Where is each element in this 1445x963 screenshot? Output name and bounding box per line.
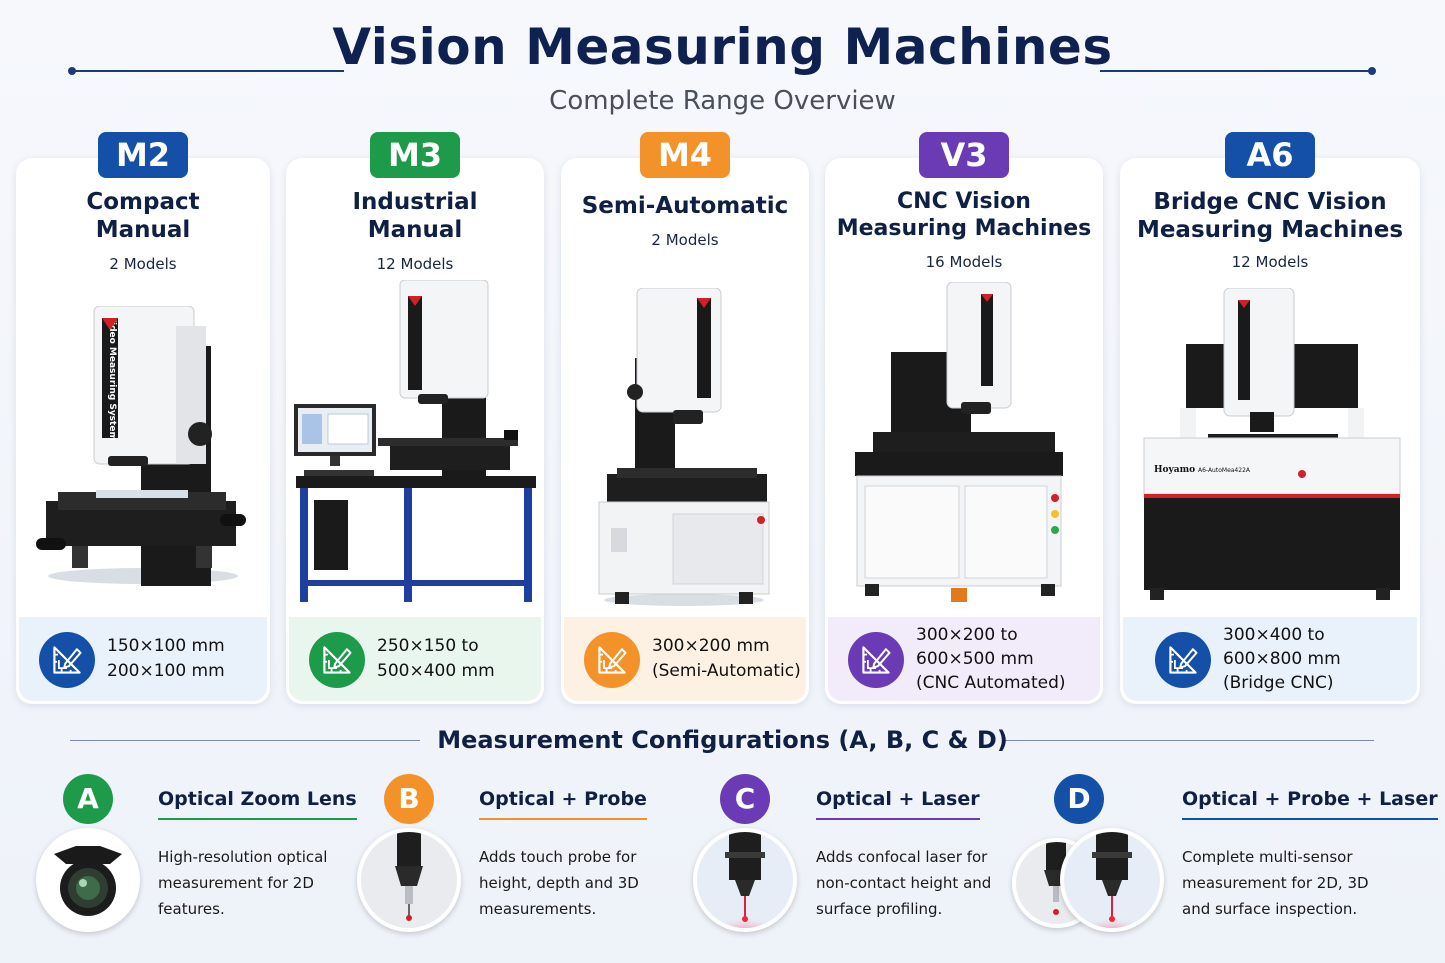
- desc-line: measurement for 2D: [158, 874, 314, 892]
- spec-line: 250×150 to: [377, 636, 479, 656]
- header-rule-left: [68, 67, 344, 75]
- desc-line: features.: [158, 900, 225, 918]
- spec-line: 300×200 to: [916, 625, 1018, 645]
- desc-line: Adds touch probe for: [479, 848, 637, 866]
- m3-machine-image: [294, 280, 536, 602]
- model-title: Semi-Automatic: [569, 192, 801, 220]
- model-title: Compact Manual: [24, 188, 262, 244]
- model-title-line: Measuring Machines: [1136, 217, 1404, 243]
- section-title: Measurement Configurations (A, B, C & D): [437, 726, 1008, 754]
- model-count: 16 Models: [925, 253, 1003, 271]
- model-card-a6[interactable]: A6 Bridge CNC Vision Measuring Machines …: [1120, 132, 1420, 704]
- ruler-pencil-icon: [848, 632, 904, 688]
- config-letter: B: [384, 774, 434, 824]
- model-badge: M2: [98, 132, 188, 178]
- config-letter: D: [1054, 774, 1104, 824]
- spec-line: (Semi-Automatic): [652, 661, 801, 681]
- model-badge: M3: [370, 132, 460, 178]
- model-title: CNC Vision Measuring Machines: [833, 188, 1095, 242]
- config-name: Optical + Laser: [816, 788, 980, 820]
- model-card-m4[interactable]: M4 Semi-Automatic 2 Models 300×200 mm (S…: [561, 132, 809, 704]
- model-title-line: Semi-Automatic: [581, 193, 789, 219]
- model-card-v3[interactable]: V3 CNC Vision Measuring Machines 16 Mode…: [825, 132, 1103, 704]
- spec-line: 150×100 mm: [107, 636, 225, 656]
- model-title-line: Manual: [95, 217, 191, 243]
- config-name: Optical Zoom Lens: [158, 788, 357, 820]
- spec-line: 300×400 to: [1223, 625, 1325, 645]
- desc-line: height, depth and 3D: [479, 874, 639, 892]
- section-rule-left: [70, 740, 420, 741]
- model-spec-text: 250×150 to 500×400 mm: [377, 617, 495, 701]
- a6-machine-image: Hoyamo A6-AutoMea422A: [1143, 288, 1401, 600]
- config-name: Optical + Probe + Laser: [1182, 788, 1438, 820]
- config-description: Adds touch probe for height, depth and 3…: [479, 844, 639, 922]
- config-description: Adds confocal laser for non-contact heig…: [816, 844, 991, 922]
- zoom-lens-icon: [36, 828, 140, 932]
- model-spec-panel: 300×200 mm (Semi-Automatic): [564, 617, 806, 701]
- model-spec-panel: 300×400 to 600×800 mm (Bridge CNC): [1123, 617, 1417, 701]
- spec-line: 300×200 mm: [652, 636, 770, 656]
- m4-machine-image: [598, 288, 770, 606]
- laser-head-icon: [1060, 828, 1164, 932]
- model-title-line: Manual: [367, 217, 463, 243]
- header-rule-right: [1100, 67, 1376, 75]
- spec-line: 600×500 mm: [916, 649, 1034, 669]
- laser-head-icon: [693, 828, 797, 932]
- model-badge: A6: [1225, 132, 1315, 178]
- model-spec-panel: 150×100 mm 200×100 mm: [19, 617, 267, 701]
- model-card-m3[interactable]: M3 Industrial Manual 12 Models: [286, 132, 544, 704]
- spec-line: (Bridge CNC): [1223, 673, 1334, 693]
- model-count: 12 Models: [1231, 253, 1309, 271]
- model-badge: M4: [640, 132, 730, 178]
- column-label: Video Measuring System: [107, 315, 117, 441]
- spec-line: 600×800 mm: [1223, 649, 1341, 669]
- model-title-line: Bridge CNC Vision: [1153, 189, 1387, 215]
- model-count: 12 Models: [376, 255, 454, 273]
- model-count: 2 Models: [651, 231, 719, 249]
- spec-line: (CNC Automated): [916, 673, 1066, 693]
- model-title: Bridge CNC Vision Measuring Machines: [1128, 188, 1412, 244]
- config-description: Complete multi-sensor measurement for 2D…: [1182, 844, 1369, 922]
- brand-label: Hoyamo: [1154, 465, 1195, 475]
- model-title-line: Measuring Machines: [836, 216, 1092, 241]
- ruler-pencil-icon: [309, 632, 365, 688]
- model-title-line: CNC Vision: [897, 189, 1031, 214]
- touch-probe-icon: [357, 828, 461, 932]
- model-title-line: Industrial: [352, 189, 478, 215]
- section-rule-right: [1004, 740, 1374, 741]
- model-title: Industrial Manual: [294, 188, 536, 244]
- desc-line: non-contact height and: [816, 874, 992, 892]
- ruler-pencil-icon: [1155, 632, 1211, 688]
- desc-line: Adds confocal laser for: [816, 848, 988, 866]
- desc-line: measurement for 2D, 3D: [1182, 874, 1369, 892]
- ruler-pencil-icon: [584, 632, 640, 688]
- spec-line: 200×100 mm: [107, 661, 225, 681]
- model-spec-panel: 250×150 to 500×400 mm: [289, 617, 541, 701]
- page-subtitle: Complete Range Overview: [549, 86, 896, 116]
- model-spec-text: 300×200 to 600×500 mm (CNC Automated): [916, 617, 1066, 701]
- v3-machine-image: [855, 282, 1063, 602]
- model-label: A6-AutoMea422A: [1198, 467, 1251, 474]
- config-description: High-resolution optical measurement for …: [158, 844, 327, 922]
- model-title-line: Compact: [86, 189, 200, 215]
- desc-line: Complete multi-sensor: [1182, 848, 1353, 866]
- page-title: Vision Measuring Machines: [332, 18, 1113, 76]
- config-name: Optical + Probe: [479, 788, 647, 820]
- config-letter: C: [720, 774, 770, 824]
- config-letter: A: [63, 774, 113, 824]
- model-spec-text: 150×100 mm 200×100 mm: [107, 617, 225, 701]
- model-card-m2[interactable]: M2 Compact Manual 2 Models Video Measuri…: [16, 132, 270, 704]
- model-badge: V3: [919, 132, 1009, 178]
- desc-line: surface profiling.: [816, 900, 943, 918]
- spec-line: 500×400 mm: [377, 661, 495, 681]
- m2-machine-image: Video Measuring System: [36, 306, 246, 586]
- ruler-pencil-icon: [39, 632, 95, 688]
- desc-line: High-resolution optical: [158, 848, 328, 866]
- model-spec-text: 300×200 mm (Semi-Automatic): [652, 617, 801, 701]
- desc-line: measurements.: [479, 900, 597, 918]
- model-spec-text: 300×400 to 600×800 mm (Bridge CNC): [1223, 617, 1341, 701]
- model-spec-panel: 300×200 to 600×500 mm (CNC Automated): [828, 617, 1100, 701]
- model-count: 2 Models: [109, 255, 177, 273]
- desc-line: and surface inspection.: [1182, 900, 1358, 918]
